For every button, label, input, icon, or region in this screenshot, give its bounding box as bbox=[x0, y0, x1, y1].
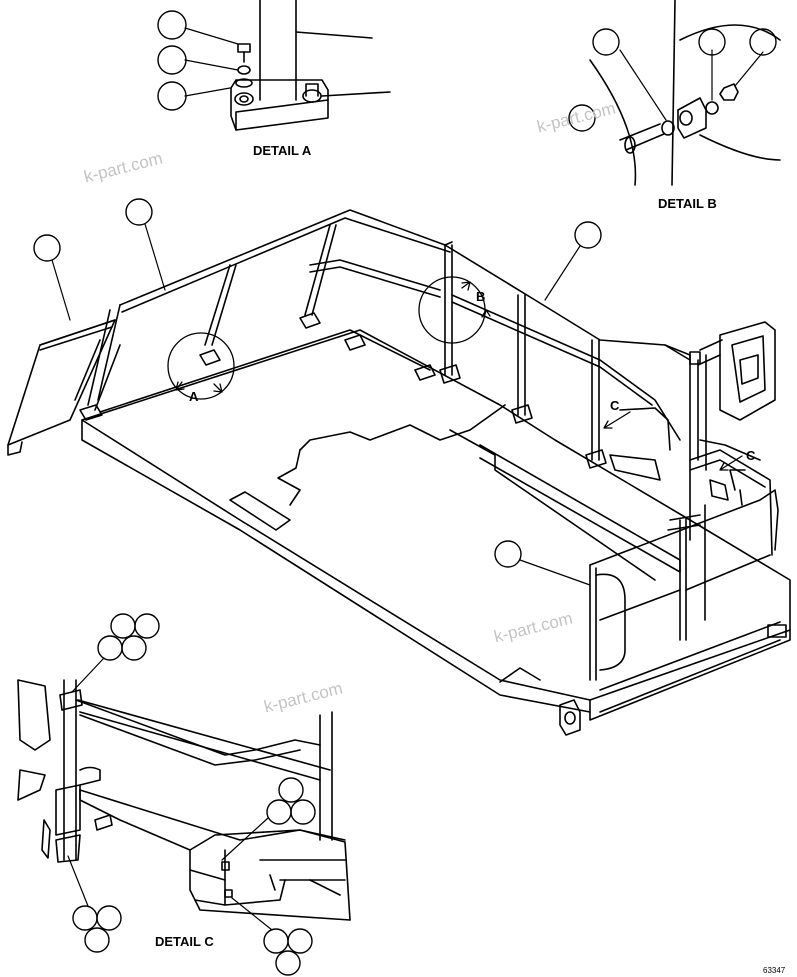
detail-b-label: DETAIL B bbox=[658, 196, 717, 211]
view-marker-a: A bbox=[189, 389, 199, 404]
access-ladder-gate bbox=[589, 354, 779, 681]
detail-b-drawing bbox=[589, 0, 781, 186]
view-circles bbox=[167, 276, 486, 400]
detail-a-drawing bbox=[184, 0, 391, 131]
view-marker-c: C bbox=[610, 398, 620, 413]
view-marker-c: C bbox=[746, 448, 756, 463]
detail-a-label: DETAIL A bbox=[253, 143, 312, 158]
control-box bbox=[689, 321, 776, 501]
detail-b-callouts bbox=[568, 28, 777, 132]
drawing-number: 63347 bbox=[763, 966, 786, 975]
detail-c-drawing bbox=[17, 679, 351, 921]
right-guardrail bbox=[439, 241, 691, 541]
platform-deck bbox=[81, 329, 791, 736]
detail-c-leaders bbox=[67, 657, 273, 931]
view-marker-b: B bbox=[476, 289, 486, 304]
main-callouts bbox=[33, 198, 602, 568]
detail-c-callouts bbox=[72, 613, 316, 976]
detail-c-label: DETAIL C bbox=[155, 934, 214, 949]
main-leaders bbox=[51, 223, 591, 586]
detail-a-callouts bbox=[157, 10, 187, 111]
view-arrows bbox=[175, 281, 743, 471]
left-guardrail bbox=[7, 209, 691, 456]
